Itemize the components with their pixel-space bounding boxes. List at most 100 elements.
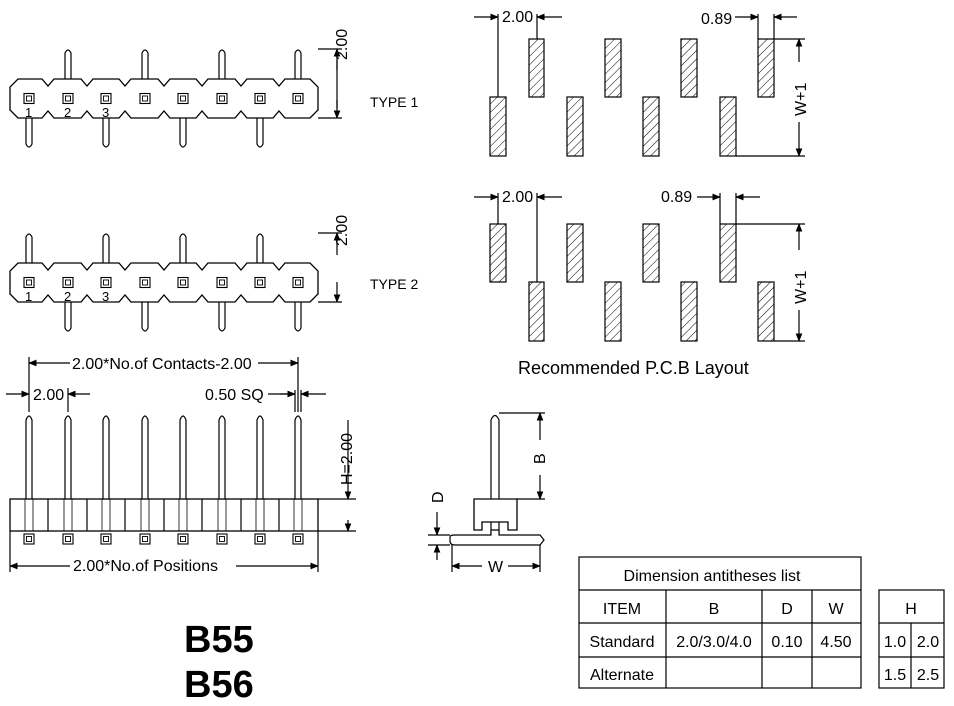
pcb-bottom-row-gap-label: W+1 [793, 271, 810, 304]
pin-square [177, 92, 189, 105]
pcb-pad [528, 281, 545, 342]
type2-pin-number-2: 2 [64, 289, 71, 304]
pin-square [216, 533, 228, 545]
pcb-top-pad-label: 0.89 [701, 11, 732, 28]
pin-square [216, 276, 228, 289]
w-dimension-label: W [488, 559, 504, 576]
positions-span-label: 2.00*No.of Positions [73, 558, 218, 575]
pcb-pad [642, 223, 660, 283]
dimension-table-header: ITEM [603, 601, 641, 618]
profile-pin-bend [449, 529, 545, 546]
h-dimension-label: H=2.00 [339, 433, 356, 485]
pin [141, 49, 149, 79]
pcb-pad [680, 281, 698, 342]
pin [25, 415, 33, 499]
pin-square [62, 276, 74, 289]
pcb-layout-type2 [474, 193, 805, 342]
dimension-table-cell: Alternate [590, 667, 654, 684]
dimension-table-cell: 0.10 [771, 634, 802, 651]
pin-square-inner [142, 279, 148, 286]
pin-square [62, 92, 74, 105]
pcb-pad [642, 96, 660, 157]
pin-square [292, 533, 304, 545]
pin [64, 415, 72, 499]
pin [218, 302, 226, 332]
pin [256, 118, 264, 148]
type1-pin-number-1: 1 [25, 105, 32, 120]
type2-pin-number-3: 3 [102, 289, 109, 304]
pin-square [177, 533, 189, 545]
pin-square-inner [103, 536, 109, 542]
pin-square-inner [26, 279, 32, 286]
dimension-table-header: W [828, 601, 844, 618]
pin-square [177, 276, 189, 289]
pin-square-inner [295, 95, 301, 102]
type1-pin-number-2: 2 [64, 105, 71, 120]
pcb-pad [604, 281, 622, 342]
b-dimension-label: B [532, 453, 549, 464]
dimension-table-header: D [781, 601, 793, 618]
dimension-table-title: Dimension antitheses list [624, 568, 802, 585]
h-table-cell: 2.5 [917, 667, 939, 684]
model-name-b56: B56 [184, 664, 254, 706]
pin [490, 414, 500, 499]
pin [102, 233, 110, 263]
pin-square-inner [257, 279, 263, 286]
type1-top-view [9, 48, 342, 148]
pcb-pad [566, 223, 584, 283]
pin-square-inner [65, 95, 71, 102]
pin [102, 118, 110, 148]
pin-square-inner [219, 279, 225, 286]
pin-square-inner [219, 95, 225, 102]
dimension-table-header: B [709, 601, 720, 618]
pcb-top-row-gap-label: W+1 [793, 83, 810, 116]
pin [179, 233, 187, 263]
pin [64, 49, 72, 79]
h-table-cell: 1.0 [884, 634, 906, 651]
pcb-bottom-pad-label: 0.89 [661, 189, 692, 206]
pcb-caption: Recommended P.C.B Layout [518, 358, 749, 378]
pin-size-label: 0.50 SQ [205, 387, 264, 404]
pin-square-inner [65, 279, 71, 286]
pcb-pad [528, 38, 545, 98]
side-pitch-label: 2.00 [33, 387, 64, 404]
pin [256, 415, 264, 499]
pin-square-inner [26, 536, 32, 542]
pin-square-inner [295, 279, 301, 286]
pin-square [216, 92, 228, 105]
pin-square [139, 276, 151, 289]
pcb-pad [719, 96, 737, 157]
pin [102, 415, 110, 499]
h-table-cell: 1.5 [884, 667, 906, 684]
pin-square [23, 533, 35, 545]
pin-square [100, 533, 112, 545]
model-name-b55: B55 [184, 619, 254, 661]
pin-square-inner [180, 279, 186, 286]
dimension-table-cell: 4.50 [820, 634, 851, 651]
type2-pin-number-1: 1 [25, 289, 32, 304]
pin-square-inner [103, 95, 109, 102]
pcb-pad [604, 38, 622, 98]
dimension-table-cell: 2.0/3.0/4.0 [676, 634, 752, 651]
pin [294, 302, 302, 332]
profile-body [473, 498, 518, 531]
pin-square [292, 92, 304, 105]
pin-square-inner [257, 536, 263, 542]
pin [141, 302, 149, 332]
pin [179, 415, 187, 499]
header-body [9, 262, 319, 303]
pin-square [23, 92, 35, 105]
pcb-pad [489, 223, 507, 283]
pcb-pad [757, 281, 775, 342]
pin [218, 49, 226, 79]
pin-square [23, 276, 35, 289]
pin [294, 49, 302, 79]
pin-square [254, 276, 266, 289]
pin-square [254, 92, 266, 105]
pcb-pad [489, 96, 507, 157]
pin [294, 415, 302, 499]
side-view [6, 357, 356, 572]
pin-square-inner [180, 95, 186, 102]
